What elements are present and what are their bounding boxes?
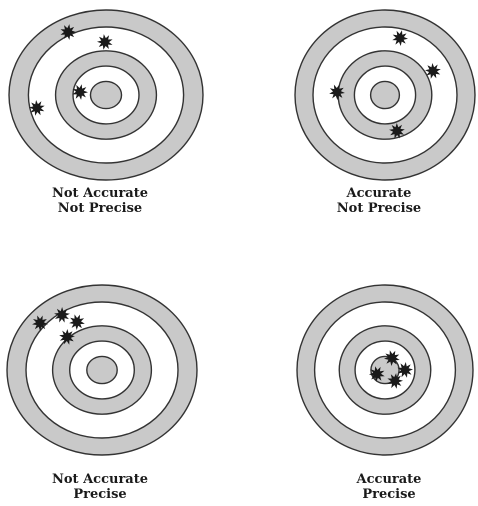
target-ring	[87, 356, 117, 383]
caption-line-2: Precise	[314, 487, 464, 502]
caption-not-accurate-not-precise: Not Accurate Not Precise	[25, 186, 175, 216]
caption-line-1: Not Accurate	[25, 472, 175, 487]
caption-accurate-precise: Accurate Precise	[314, 472, 464, 502]
caption-line-2: Not Precise	[25, 201, 175, 216]
target-not-accurate-precise	[7, 285, 197, 455]
targets-layer	[7, 10, 475, 455]
caption-line-2: Precise	[25, 487, 175, 502]
caption-line-1: Accurate	[314, 472, 464, 487]
caption-line-1: Not Accurate	[25, 186, 175, 201]
target-ring	[90, 81, 121, 108]
caption-line-1: Accurate	[304, 186, 454, 201]
target-accurate-not-precise	[295, 10, 475, 180]
target-not-accurate-not-precise	[9, 10, 203, 180]
caption-line-2: Not Precise	[304, 201, 454, 216]
caption-accurate-not-precise: Accurate Not Precise	[304, 186, 454, 216]
target-ring	[371, 81, 400, 108]
caption-not-accurate-precise: Not Accurate Precise	[25, 472, 175, 502]
target-accurate-precise	[297, 285, 473, 455]
